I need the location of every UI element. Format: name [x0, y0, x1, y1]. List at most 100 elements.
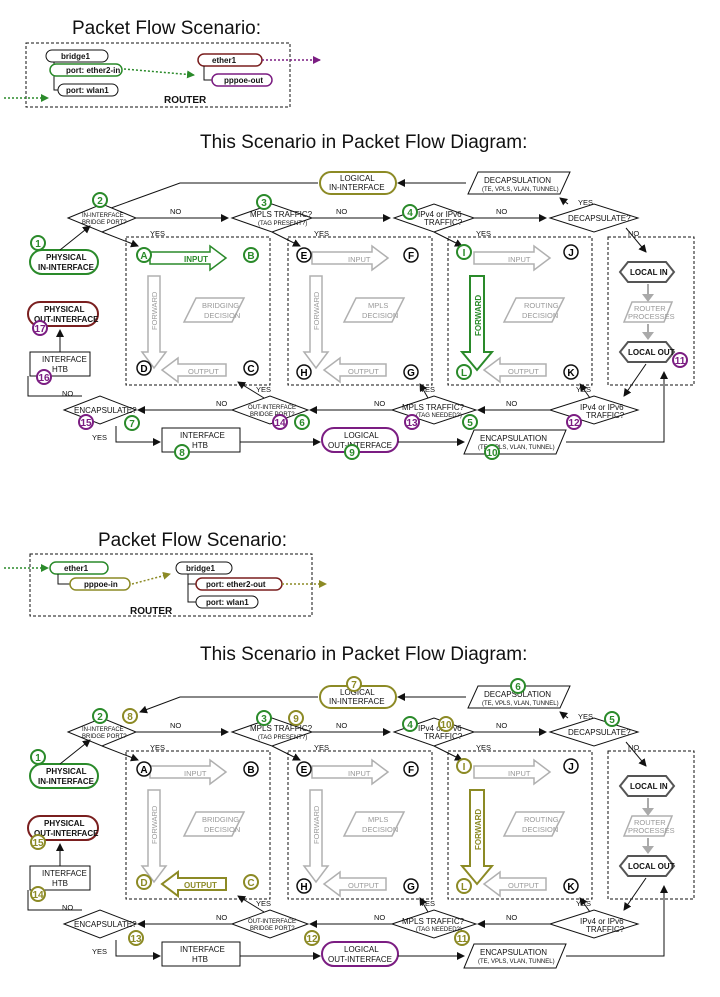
svg-text:3: 3	[261, 198, 267, 209]
svg-text:ENCAPSULATE?: ENCAPSULATE?	[74, 406, 137, 415]
svg-text:(TAG PRESENT?): (TAG PRESENT?)	[258, 221, 307, 227]
svg-text:MPLS TRAFFIC?: MPLS TRAFFIC?	[250, 210, 313, 219]
svg-text:4: 4	[407, 208, 413, 219]
scenario2-ether1	[49, 561, 109, 575]
svg-text:IPv4 or IPv6: IPv4 or IPv6	[580, 403, 624, 412]
svg-text:YES: YES	[150, 229, 165, 238]
svg-text:HTB: HTB	[192, 955, 208, 964]
svg-text:HTB: HTB	[192, 441, 208, 450]
svg-text:8: 8	[179, 448, 185, 459]
svg-text:ENCAPSULATION: ENCAPSULATION	[480, 434, 547, 443]
svg-text:A: A	[140, 251, 147, 262]
physical-out-interface	[27, 301, 99, 327]
svg-text:(TAG PRESENT?): (TAG PRESENT?)	[258, 735, 307, 741]
svg-text:B: B	[247, 251, 254, 262]
svg-text:OUT-INTERFACE: OUT-INTERFACE	[328, 955, 392, 964]
svg-text:(TAG NEEDED?): (TAG NEEDED?)	[416, 413, 462, 419]
svg-text:13: 13	[406, 418, 418, 429]
svg-text:NO: NO	[336, 721, 347, 730]
svg-text:ENCAPSULATE?: ENCAPSULATE?	[74, 920, 137, 929]
svg-text:BRIDGE PORT?: BRIDGE PORT?	[82, 734, 127, 740]
svg-text:DECAPSULATION: DECAPSULATION	[484, 690, 551, 699]
svg-text:IN-INTERFACE: IN-INTERFACE	[82, 727, 124, 733]
scenario2-pppoe	[69, 577, 131, 591]
svg-text:F: F	[408, 251, 414, 262]
svg-text:(TAG NEEDED?): (TAG NEEDED?)	[416, 927, 462, 933]
svg-text:C: C	[247, 364, 254, 375]
svg-text:FORWARD: FORWARD	[474, 295, 483, 336]
svg-text:A: A	[140, 765, 147, 776]
svg-text:YES: YES	[476, 229, 491, 238]
diagram1-steps: 1 2 3 4 5 6 7 8 9 10 11 12 13 14 15 16 1…	[30, 192, 688, 460]
svg-text:INTERFACE: INTERFACE	[42, 869, 87, 878]
svg-text:12: 12	[306, 934, 318, 945]
svg-text:L: L	[461, 368, 467, 379]
svg-text:2: 2	[97, 712, 103, 723]
svg-text:OUT-INTERFACE: OUT-INTERFACE	[328, 441, 392, 450]
scenario2-router-label: ROUTER	[130, 606, 173, 617]
svg-text:TRAFFIC?: TRAFFIC?	[586, 411, 625, 420]
svg-text:F: F	[408, 765, 414, 776]
svg-text:NO: NO	[170, 207, 181, 216]
svg-text:OUTPUT: OUTPUT	[188, 367, 219, 376]
svg-text:ROUTING: ROUTING	[524, 301, 559, 310]
scenario1-port-wlan-label: port: wlan1	[66, 86, 109, 95]
output-arrow-bridging	[160, 870, 227, 898]
svg-text:PHYSICAL: PHYSICAL	[44, 305, 85, 314]
scenario1-ether1-label: ether1	[212, 56, 237, 65]
diagram2-steps: 1 2 3 4 5 6 7 8 9 10 11 12 13 14 15	[30, 676, 620, 946]
svg-text:DECAPSULATION: DECAPSULATION	[484, 176, 551, 185]
svg-text:OUT-INTERFACE: OUT-INTERFACE	[248, 919, 296, 925]
node-letters: A B C D E F G H I J K L	[136, 244, 579, 380]
svg-text:H: H	[300, 882, 307, 893]
svg-text:FORWARD: FORWARD	[312, 291, 321, 330]
svg-text:INPUT: INPUT	[348, 255, 371, 264]
svg-text:I: I	[463, 762, 466, 773]
scenario2-port-wlan-label: port: wlan1	[206, 598, 249, 607]
svg-text:MPLS: MPLS	[368, 815, 388, 824]
svg-text:LOCAL OUT: LOCAL OUT	[628, 348, 675, 357]
svg-text:17: 17	[34, 324, 46, 335]
physical-in-interface	[29, 249, 99, 275]
svg-text:MPLS TRAFFIC?: MPLS TRAFFIC?	[402, 403, 465, 412]
svg-text:OUTPUT: OUTPUT	[184, 881, 217, 890]
svg-text:OUTPUT: OUTPUT	[508, 367, 539, 376]
scenario2-router-box	[29, 553, 313, 617]
svg-text:YES: YES	[256, 899, 271, 908]
svg-text:TRAFFIC?: TRAFFIC?	[586, 925, 625, 934]
svg-text:8: 8	[127, 712, 133, 723]
svg-text:INTERFACE: INTERFACE	[180, 945, 225, 954]
svg-text:INPUT: INPUT	[508, 769, 531, 778]
svg-text:YES: YES	[578, 712, 593, 721]
svg-text:IPv4 or IPv6: IPv4 or IPv6	[418, 210, 462, 219]
svg-text:NO: NO	[336, 207, 347, 216]
forward-arrow-routing-2	[459, 789, 495, 886]
svg-text:YES: YES	[420, 899, 435, 908]
scenario2-ether1-label: ether1	[64, 564, 89, 573]
svg-text:B: B	[247, 765, 254, 776]
scenario1-port-in-label: port: ether2-in	[66, 66, 120, 75]
svg-text:BRIDGE PORT?: BRIDGE PORT?	[250, 412, 295, 418]
svg-text:14: 14	[32, 890, 44, 901]
svg-text:ROUTER: ROUTER	[634, 818, 666, 827]
svg-text:(TE, VPLS, VLAN, TUNNEL): (TE, VPLS, VLAN, TUNNEL)	[478, 959, 555, 965]
svg-text:LOCAL IN: LOCAL IN	[630, 782, 668, 791]
svg-text:OUTPUT: OUTPUT	[348, 881, 379, 890]
svg-text:7: 7	[129, 419, 135, 430]
svg-text:NO: NO	[216, 399, 227, 408]
svg-text:BRIDGE PORT?: BRIDGE PORT?	[82, 220, 127, 226]
svg-text:11: 11	[457, 934, 468, 945]
svg-text:I: I	[463, 248, 466, 259]
svg-text:H: H	[300, 368, 307, 379]
svg-text:INTERFACE: INTERFACE	[180, 431, 225, 440]
svg-text:1: 1	[35, 753, 41, 764]
svg-text:G: G	[407, 368, 415, 379]
svg-text:NO: NO	[62, 903, 73, 912]
decapsulation-box	[467, 171, 571, 195]
svg-text:9: 9	[349, 448, 355, 459]
svg-text:3: 3	[261, 714, 267, 725]
scenario2-port-wlan	[195, 595, 259, 609]
scenario1-pppoe	[211, 73, 273, 87]
svg-text:PHYSICAL: PHYSICAL	[44, 819, 85, 828]
